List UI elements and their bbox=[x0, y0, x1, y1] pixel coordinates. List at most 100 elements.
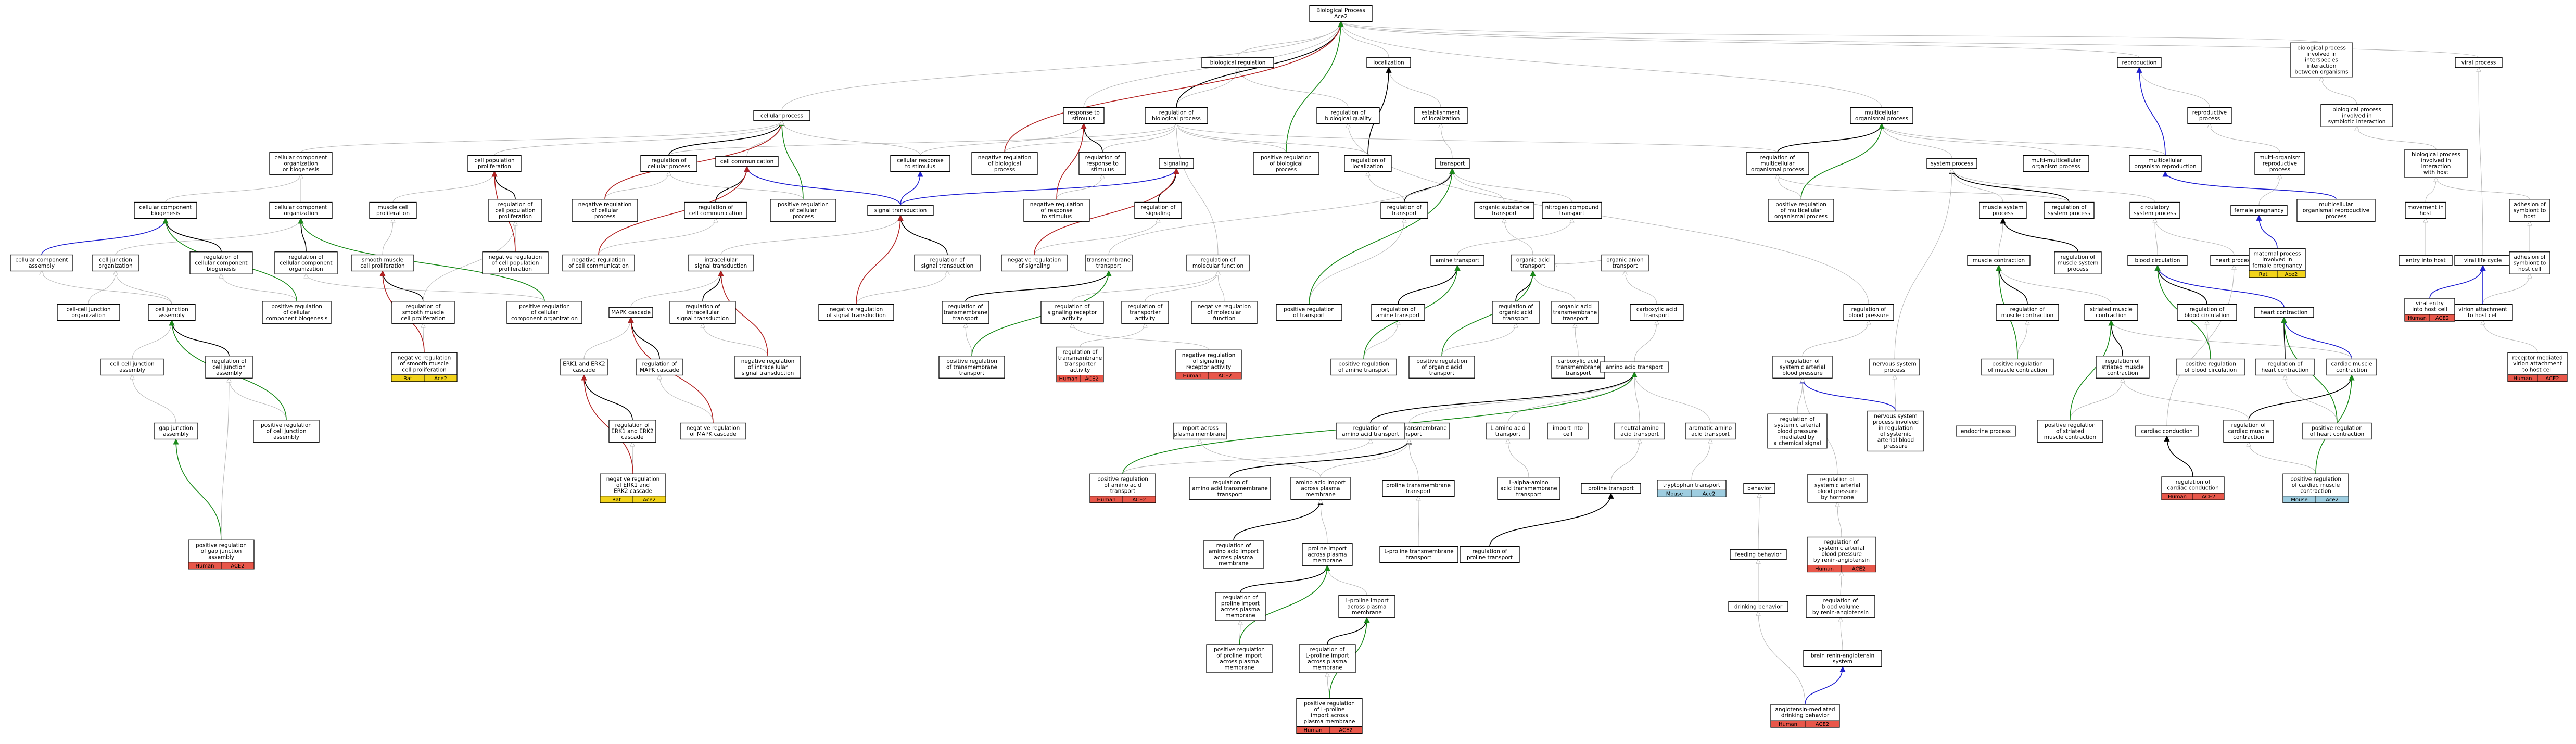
go-term-transport[interactable]: transport bbox=[1435, 158, 1470, 169]
go-term-prolinetrans[interactable]: proline transport bbox=[1581, 483, 1641, 494]
go-term-viral[interactable]: viral process bbox=[2455, 57, 2503, 68]
go-term-sigtrans[interactable]: signal transduction bbox=[867, 205, 934, 216]
go-term-behavior[interactable]: behavior bbox=[1743, 483, 1775, 494]
go-term-cardcond[interactable]: cardiac conduction bbox=[2135, 425, 2199, 437]
go-term-cellproc[interactable]: cellular process bbox=[753, 110, 810, 121]
go-term-musclecontr[interactable]: muscle contraction bbox=[1967, 255, 2031, 266]
go-term-cellcomm[interactable]: cell communication bbox=[715, 156, 779, 167]
go-term-endocrine[interactable]: endocrine process bbox=[1956, 425, 2016, 437]
go-term-signaling[interactable]: signaling bbox=[1159, 158, 1194, 169]
go-term-mapk[interactable]: MAPK cascade bbox=[608, 307, 653, 318]
go-term-reproduction[interactable]: reproduction bbox=[2117, 57, 2162, 68]
go-term-bloodcirc[interactable]: blood circulation bbox=[2127, 255, 2188, 266]
go-term-aminetrans[interactable]: amine transport bbox=[1430, 255, 1484, 266]
go-term-bioreg[interactable]: biological regulation bbox=[1201, 57, 1274, 68]
